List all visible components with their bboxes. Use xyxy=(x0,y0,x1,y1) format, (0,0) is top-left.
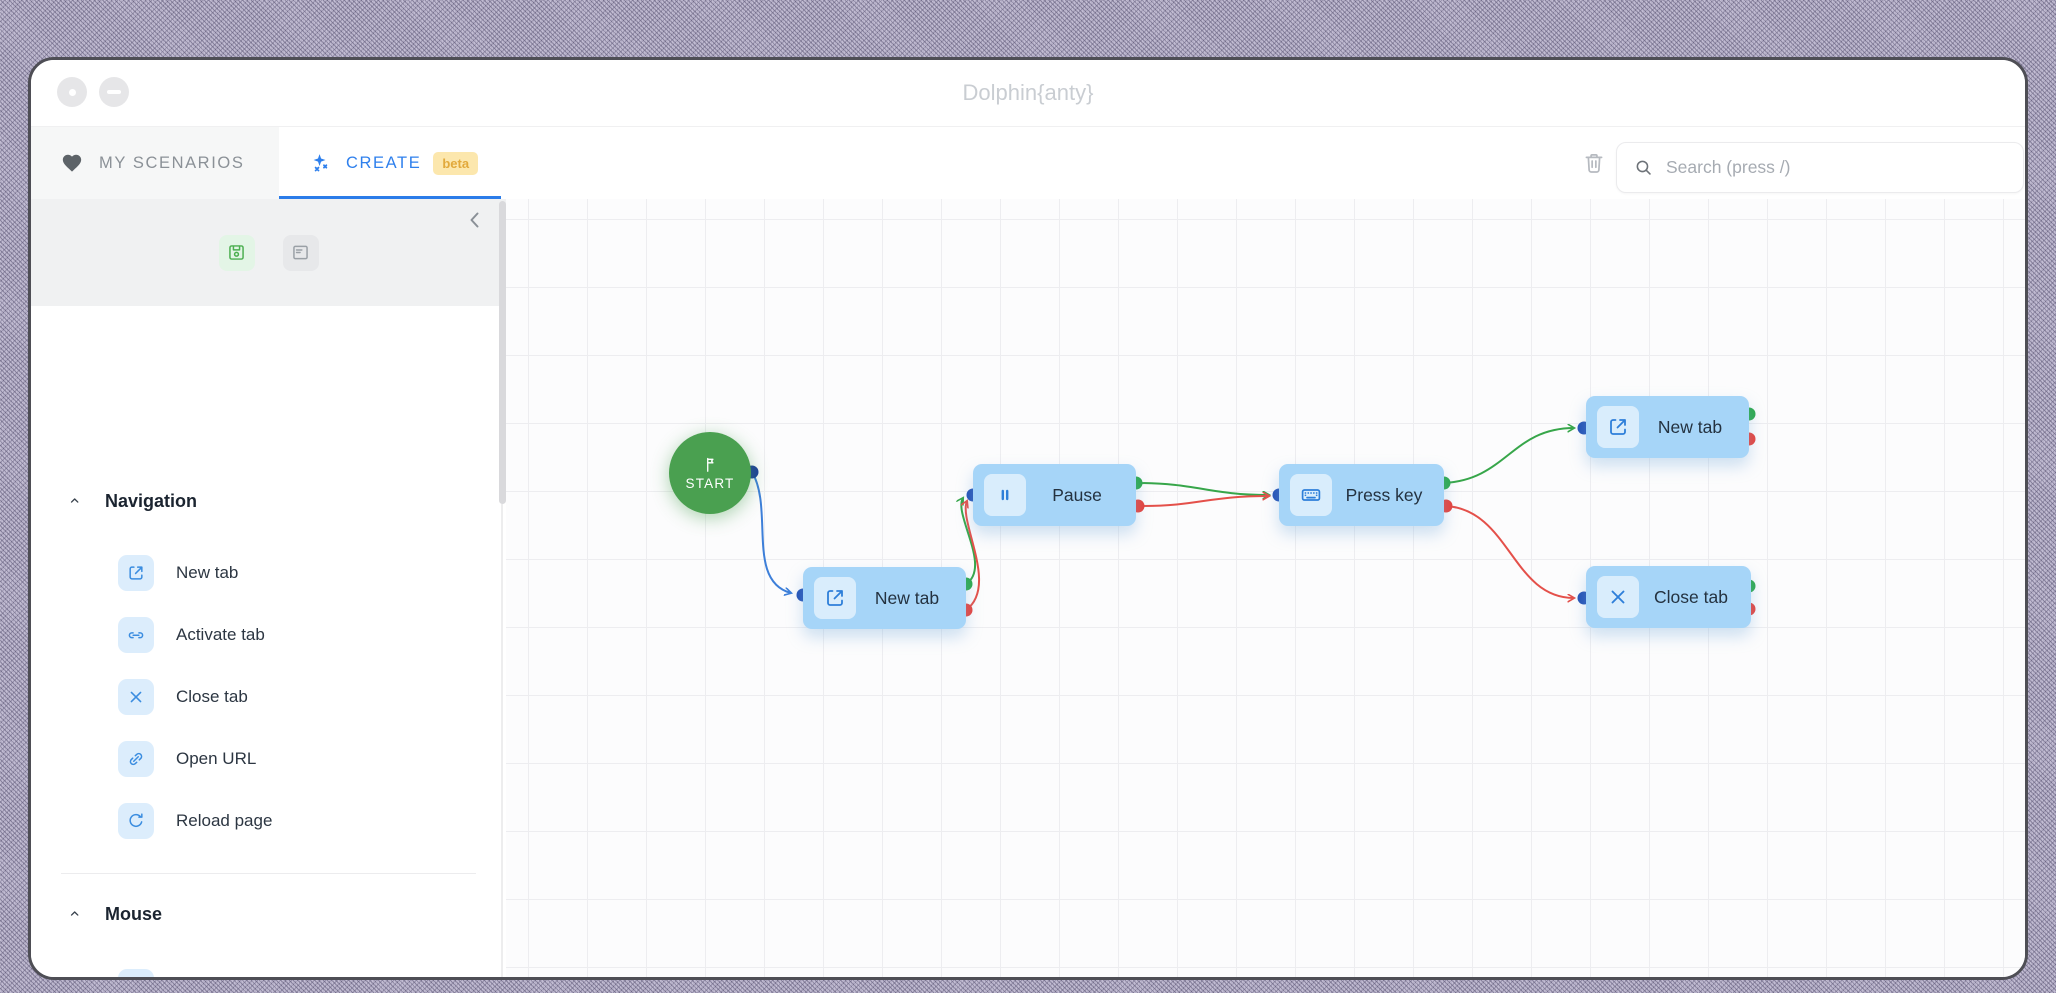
sidebar-item-reload-page[interactable]: Reload page xyxy=(31,803,506,839)
search-box xyxy=(1616,142,2024,193)
sidebar-item-new-tab[interactable]: New tab xyxy=(31,555,506,591)
panel-button[interactable] xyxy=(282,234,319,271)
section-header-mouse[interactable]: Mouse xyxy=(31,900,506,928)
trash-button[interactable] xyxy=(1579,148,1609,178)
tab-create-label: CREATE xyxy=(346,153,422,172)
heart-icon xyxy=(61,152,83,174)
sidebar-scrollbar-thumb[interactable] xyxy=(499,201,506,504)
sidebar-scrollbar-track xyxy=(501,504,503,977)
node-new-tab-2[interactable]: New tab xyxy=(1586,396,1749,458)
dot-icon xyxy=(68,88,76,96)
sidebar-toolbar xyxy=(31,199,506,306)
sidebar-item-open-url[interactable]: Open URL xyxy=(31,741,506,777)
tab-row: MY SCENARIOS CREATE beta xyxy=(31,127,2025,199)
node-start[interactable]: START xyxy=(669,432,751,514)
flow-canvas[interactable]: START New tab Pause Press key New tab Cl… xyxy=(506,199,2025,977)
node-pause[interactable]: Pause xyxy=(973,464,1136,526)
edge-pause-error-to-presskey[interactable] xyxy=(1138,496,1269,507)
edge-presskey-success-to-newtab2[interactable] xyxy=(1443,428,1574,484)
node-press-key[interactable]: Press key xyxy=(1279,464,1444,526)
chevron-up-icon xyxy=(67,493,83,509)
search-icon xyxy=(1633,157,1654,178)
open-url-icon xyxy=(118,741,154,777)
panel-icon xyxy=(293,245,308,260)
sparkles-icon xyxy=(309,152,332,175)
pause-icon xyxy=(984,474,1026,516)
node-close-tab[interactable]: Close tab xyxy=(1586,566,1751,628)
tab-my-scenarios-label: MY SCENARIOS xyxy=(99,153,245,172)
window-title: Dolphin{anty} xyxy=(962,80,1094,105)
tab-create[interactable]: CREATE beta xyxy=(279,127,501,199)
edge-start-to-newtab[interactable] xyxy=(751,471,791,593)
close-tab-icon xyxy=(118,679,154,715)
collapse-sidebar-button[interactable] xyxy=(462,207,488,233)
sidebar: Navigation New tab Activate tab Close ta… xyxy=(31,199,506,977)
titlebar: Dolphin{anty} xyxy=(31,60,2025,127)
node-new-tab-1[interactable]: New tab xyxy=(803,567,966,629)
section-title: Mouse xyxy=(105,903,163,924)
app-window: Dolphin{anty} MY SCENARIOS CREATE beta N… xyxy=(28,57,2028,980)
beta-badge: beta xyxy=(433,151,479,175)
save-icon xyxy=(229,245,244,260)
reload-page-icon xyxy=(118,803,154,839)
flow-edges xyxy=(745,407,1756,617)
keyboard-icon xyxy=(1290,474,1332,516)
save-scenario-button[interactable] xyxy=(218,234,255,271)
new-tab-icon xyxy=(118,555,154,591)
tab-my-scenarios[interactable]: MY SCENARIOS xyxy=(31,127,279,199)
section-divider xyxy=(61,873,476,874)
close-tab-icon xyxy=(1597,576,1639,618)
new-tab-icon xyxy=(814,577,856,619)
window-dot-button[interactable] xyxy=(57,77,87,107)
edge-newtab-error-to-pause[interactable] xyxy=(966,501,980,611)
section-header-navigation[interactable]: Navigation xyxy=(31,487,506,515)
new-tab-icon xyxy=(1597,406,1639,448)
click-icon xyxy=(118,969,154,977)
minimize-icon xyxy=(107,90,121,94)
sidebar-item-close-tab[interactable]: Close tab xyxy=(31,679,506,715)
edge-presskey-error-to-closetab[interactable] xyxy=(1445,505,1574,598)
flag-icon xyxy=(701,455,720,474)
search-input[interactable] xyxy=(1664,156,2023,179)
edge-pause-success-to-presskey[interactable] xyxy=(1135,482,1269,495)
window-minimize-button[interactable] xyxy=(99,77,129,107)
sidebar-item-click[interactable]: Click xyxy=(31,969,506,977)
chevron-up-icon xyxy=(67,906,83,922)
section-title: Navigation xyxy=(105,490,198,511)
activate-tab-icon xyxy=(118,617,154,653)
chevron-left-icon xyxy=(470,212,479,228)
sidebar-item-activate-tab[interactable]: Activate tab xyxy=(31,617,506,653)
